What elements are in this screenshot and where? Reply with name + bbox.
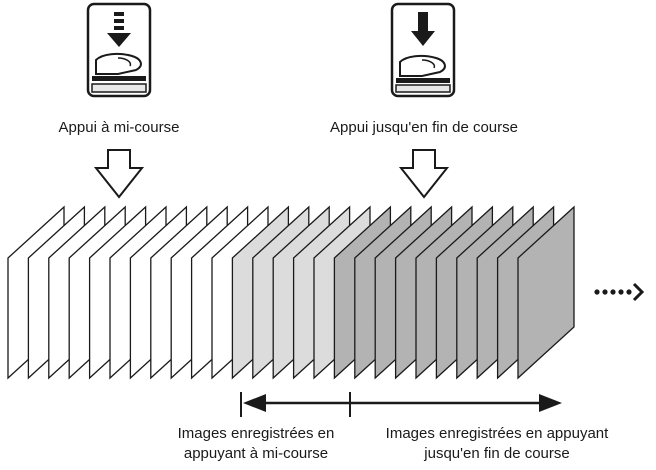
range-arrowhead-left	[243, 394, 266, 412]
full-press-range-caption-line2: jusqu'en fin de course	[424, 445, 570, 462]
half-press-label: Appui à mi-course	[58, 119, 180, 136]
full-press-range-caption-line1: Images enregistrées en appuyant	[385, 425, 609, 442]
half-press-range-caption: Images enregistrées en appuyant à mi-cou…	[178, 424, 335, 464]
finger-half-press-icon	[86, 2, 152, 98]
dotted-arrow-right-icon	[594, 282, 645, 302]
frame-dark-gray	[517, 205, 575, 380]
frame-sequence	[7, 205, 575, 380]
range-arrowhead-right	[539, 394, 562, 412]
half-press-down-arrow-icon	[93, 149, 145, 199]
full-press-label: Appui jusqu'en fin de course	[330, 119, 518, 136]
half-press-range-caption-line1: Images enregistrées en	[177, 425, 335, 442]
full-press-down-arrow-icon	[398, 149, 450, 199]
full-press-range-caption: Images enregistrées en appuyant jusqu'en…	[386, 424, 609, 464]
finger-full-press-icon	[390, 2, 456, 98]
half-press-range-caption-line2: appuyant à mi-course	[183, 445, 329, 462]
